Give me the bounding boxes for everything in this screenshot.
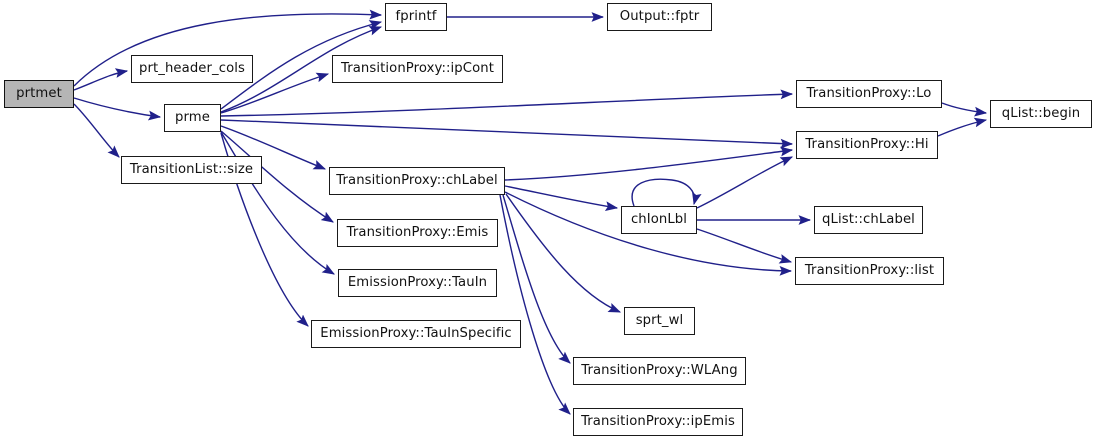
edge-prtmet-to-tlsize — [73, 103, 120, 158]
edge-prme-to-tphi — [220, 119, 794, 149]
node-label-tplist: TransitionProxy::list — [804, 263, 935, 279]
edge-tpchlabel-to-tphi — [504, 146, 794, 181]
node-tphi[interactable]: TransitionProxy::Hi — [796, 131, 938, 159]
edge-tpchlabel-to-tpipemis — [499, 194, 571, 415]
edge-tpchlabel-to-tpwlang — [502, 194, 571, 364]
node-label-prtmet: prtmet — [16, 86, 62, 102]
edge-chionlbl-to-tplist — [696, 228, 793, 264]
edge-prtmet-to-prme — [73, 97, 162, 121]
edge-tphi-to-qbegin — [937, 117, 988, 137]
edge-prme-to-fprintf — [220, 20, 383, 110]
node-label-prme: prme — [175, 110, 210, 126]
node-tpchlabel[interactable]: TransitionProxy::chLabel — [329, 167, 505, 195]
node-label-tpemis: TransitionProxy::Emis — [346, 225, 489, 241]
node-label-outfptr: Output::fptr — [619, 9, 700, 25]
node-label-fprintf: fprintf — [395, 9, 437, 25]
node-label-eptauinspec: EmissionProxy::TauInSpecific — [320, 326, 512, 342]
node-label-tpchlabel: TransitionProxy::chLabel — [336, 173, 498, 189]
node-label-ipcont: TransitionProxy::ipCont — [341, 61, 494, 77]
edge-prme-to-tpemis — [220, 130, 334, 223]
node-label-sprtwl: sprt_wl — [635, 313, 684, 329]
node-eptauinspec[interactable]: EmissionProxy::TauInSpecific — [311, 320, 521, 348]
node-label-prt_header: prt_header_cols — [139, 61, 245, 77]
edge-prme-to-ipcont — [220, 72, 330, 114]
node-tpipemis[interactable]: TransitionProxy::ipEmis — [573, 408, 743, 436]
node-fprintf[interactable]: fprintf — [385, 3, 447, 31]
node-label-tplo: TransitionProxy::Lo — [806, 86, 932, 102]
node-tplo[interactable]: TransitionProxy::Lo — [796, 80, 942, 108]
node-label-eptauin: EmissionProxy::TauIn — [347, 275, 488, 291]
edge-prme-to-tpchlabel — [220, 125, 327, 170]
edge-tpchlabel-to-chionlbl — [504, 185, 619, 211]
node-prme[interactable]: prme — [164, 104, 221, 132]
node-label-chionlbl: chIonLbl — [630, 212, 688, 228]
node-sprtwl[interactable]: sprt_wl — [624, 307, 695, 335]
node-outfptr[interactable]: Output::fptr — [607, 3, 712, 31]
node-label-tpipemis: TransitionProxy::ipEmis — [581, 414, 735, 430]
edge-tplo-to-qbegin — [941, 102, 988, 117]
node-tplist[interactable]: TransitionProxy::list — [795, 257, 944, 285]
node-prtmet[interactable]: prtmet — [4, 80, 74, 108]
node-tpwlang[interactable]: TransitionProxy::WLAng — [573, 357, 746, 385]
edge-chionlbl-to-tphi — [696, 156, 794, 209]
node-eptauin[interactable]: EmissionProxy::TauIn — [338, 269, 497, 297]
node-qbegin[interactable]: qList::begin — [990, 100, 1092, 128]
edge-prme-to-tplo — [220, 89, 794, 117]
node-label-tphi: TransitionProxy::Hi — [805, 137, 929, 153]
edge-chionlbl-to-chionlbl — [631, 178, 702, 207]
edge-prme-to-fprintf — [220, 26, 383, 113]
node-chionlbl[interactable]: chIonLbl — [621, 206, 697, 234]
node-tpemis[interactable]: TransitionProxy::Emis — [337, 219, 498, 247]
node-qchlabel[interactable]: qList::chLabel — [814, 206, 923, 234]
node-prt_header[interactable]: prt_header_cols — [131, 55, 253, 83]
edge-tpchlabel-to-tplist — [504, 191, 793, 276]
node-tlsize[interactable]: TransitionList::size — [121, 156, 262, 184]
node-label-qchlabel: qList::chLabel — [822, 212, 915, 228]
edge-prme-to-eptauin — [220, 131, 335, 275]
node-ipcont[interactable]: TransitionProxy::ipCont — [332, 55, 503, 83]
node-label-qbegin: qList::begin — [1001, 106, 1081, 122]
edge-group — [73, 9, 988, 415]
edge-prtmet-to-fprintf — [73, 9, 383, 87]
edge-prtmet-to-prt_header — [73, 68, 129, 91]
edge-tpchlabel-to-sprtwl — [505, 193, 622, 313]
node-label-tpwlang: TransitionProxy::WLAng — [581, 363, 738, 379]
node-label-tlsize: TransitionList::size — [129, 162, 254, 178]
